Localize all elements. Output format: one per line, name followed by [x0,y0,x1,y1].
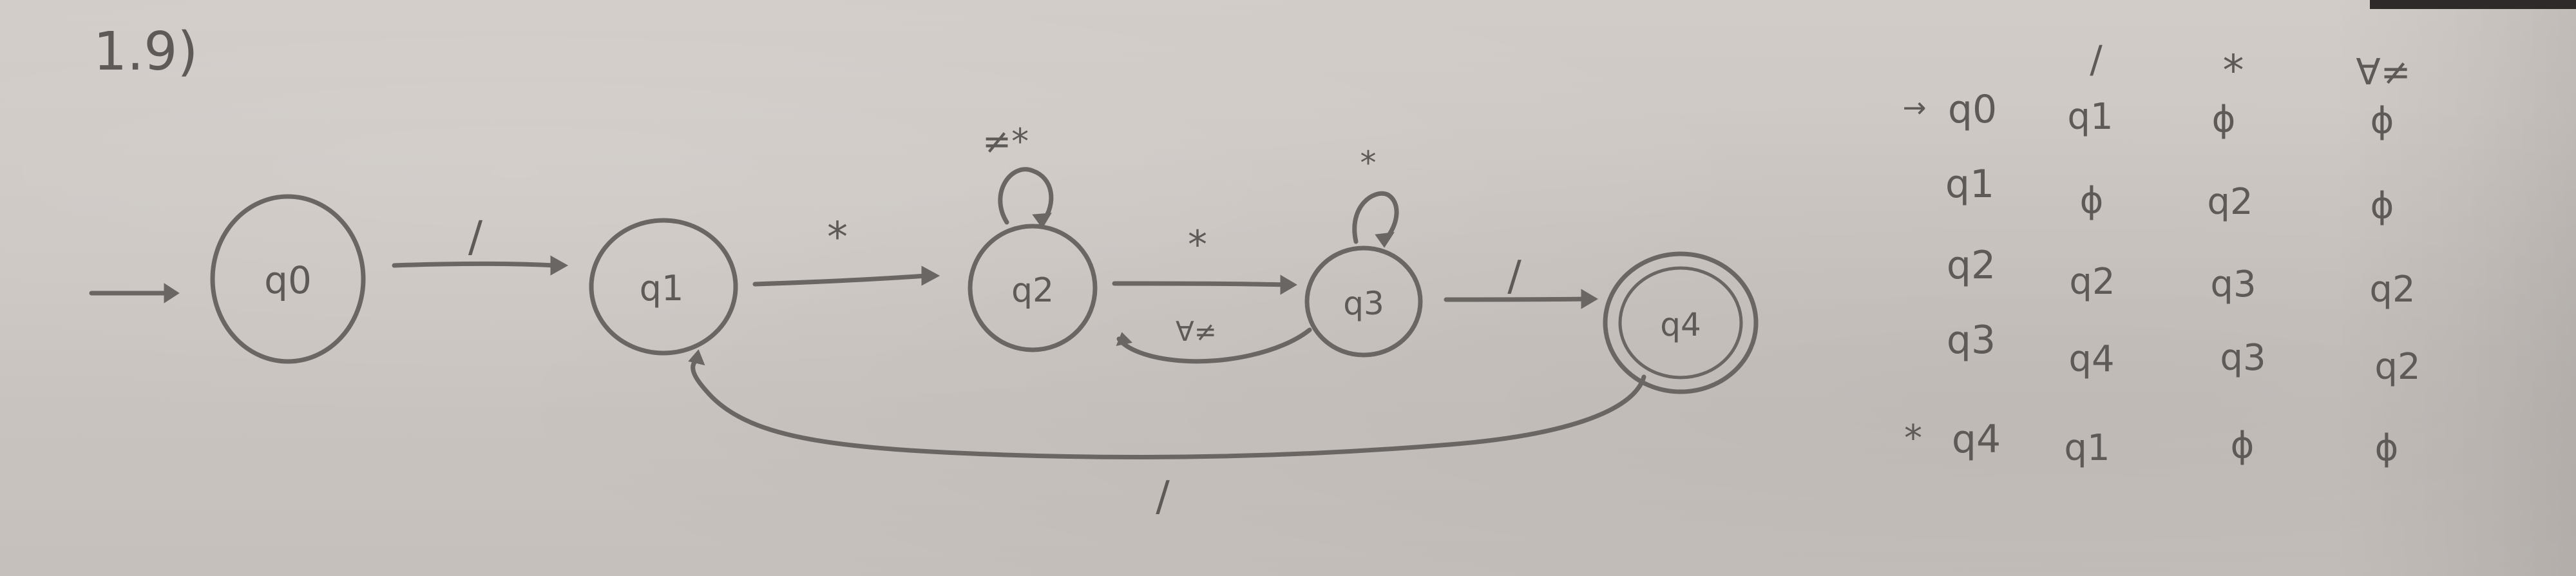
table-cell-q0-slash: q1 [2067,96,2113,138]
table-cell-q4-slash: q1 [2064,427,2110,469]
state-q1: q1 [589,218,738,356]
table-header-slash: / [2090,37,2103,81]
table-row-marker-start: → [1903,91,1927,124]
table-header-other: ∀≠ [2356,52,2410,93]
exercise-label: 1.9) [93,21,198,82]
transition-q2-q3: * [1112,222,1297,295]
table-cell-q1-slash: ϕ [2080,180,2104,222]
table-cell-q3-other: q2 [2374,346,2420,388]
table-header-star: * [2223,46,2244,95]
transition-label-q4-q1: / [1156,473,1170,521]
table-cell-q4-other: ϕ [2375,427,2399,469]
desk-edge [2370,0,2576,9]
transition-q4-q1: / [688,349,1646,521]
state-label-q1: q1 [640,268,684,309]
table-cell-q2-star: q3 [2210,264,2256,305]
state-q3: q3 [1304,245,1423,358]
state-label-q2: q2 [1011,271,1054,310]
table-cell-q1-other: ϕ [2371,185,2394,227]
transition-q1-q2: * [752,214,940,287]
state-q0: q0 [210,194,366,364]
table-cell-q0-star: ϕ [2212,99,2236,140]
table-state-q2: q2 [1947,243,1996,288]
transition-q2-self: ≠* [982,121,1054,229]
paper-edge-shadow [2331,0,2576,576]
state-label-q0: q0 [264,258,312,302]
start-arrow [89,283,180,303]
state-label-q3: q3 [1343,285,1384,322]
transition-label-q1-q2: * [827,214,848,262]
transition-table: / * ∀≠ → q0 q1 ϕ ϕ q1 ϕ q2 ϕ q2 q2 q3 q2… [1903,37,2421,469]
transition-q3-q2: ∀≠ [1116,316,1312,364]
table-cell-q2-other: q2 [2369,269,2415,311]
transition-label-q3-q2: ∀≠ [1176,316,1217,347]
table-cell-q4-star: ϕ [2231,425,2255,466]
table-cell-q1-star: q2 [2207,181,2253,223]
state-q4: q4 [1603,251,1759,394]
transition-label-q0-q1: / [468,212,483,262]
transition-label-q3-q4: / [1507,253,1522,300]
transition-label-q2-q3: * [1188,222,1207,267]
transition-q3-self: * [1352,144,1399,248]
table-cell-q2-slash: q2 [2069,261,2115,303]
transition-q3-q4: / [1444,253,1598,309]
transition-label-q3-self: * [1360,144,1377,182]
transition-q0-q1: / [392,212,569,276]
table-cell-q3-star: q3 [2220,337,2266,379]
transition-label-q2-self: ≠* [982,121,1029,162]
table-row-marker-accept: * [1904,418,1922,459]
table-cell-q3-slash: q4 [2068,338,2114,380]
table-state-q1: q1 [1945,162,1994,207]
table-cell-q0-other: ϕ [2371,100,2394,142]
table-state-q3: q3 [1947,318,1996,363]
state-label-q4: q4 [1660,306,1701,343]
table-state-q0: q0 [1948,87,1997,132]
table-state-q4: q4 [1952,417,2001,462]
state-q2: q2 [968,224,1098,352]
